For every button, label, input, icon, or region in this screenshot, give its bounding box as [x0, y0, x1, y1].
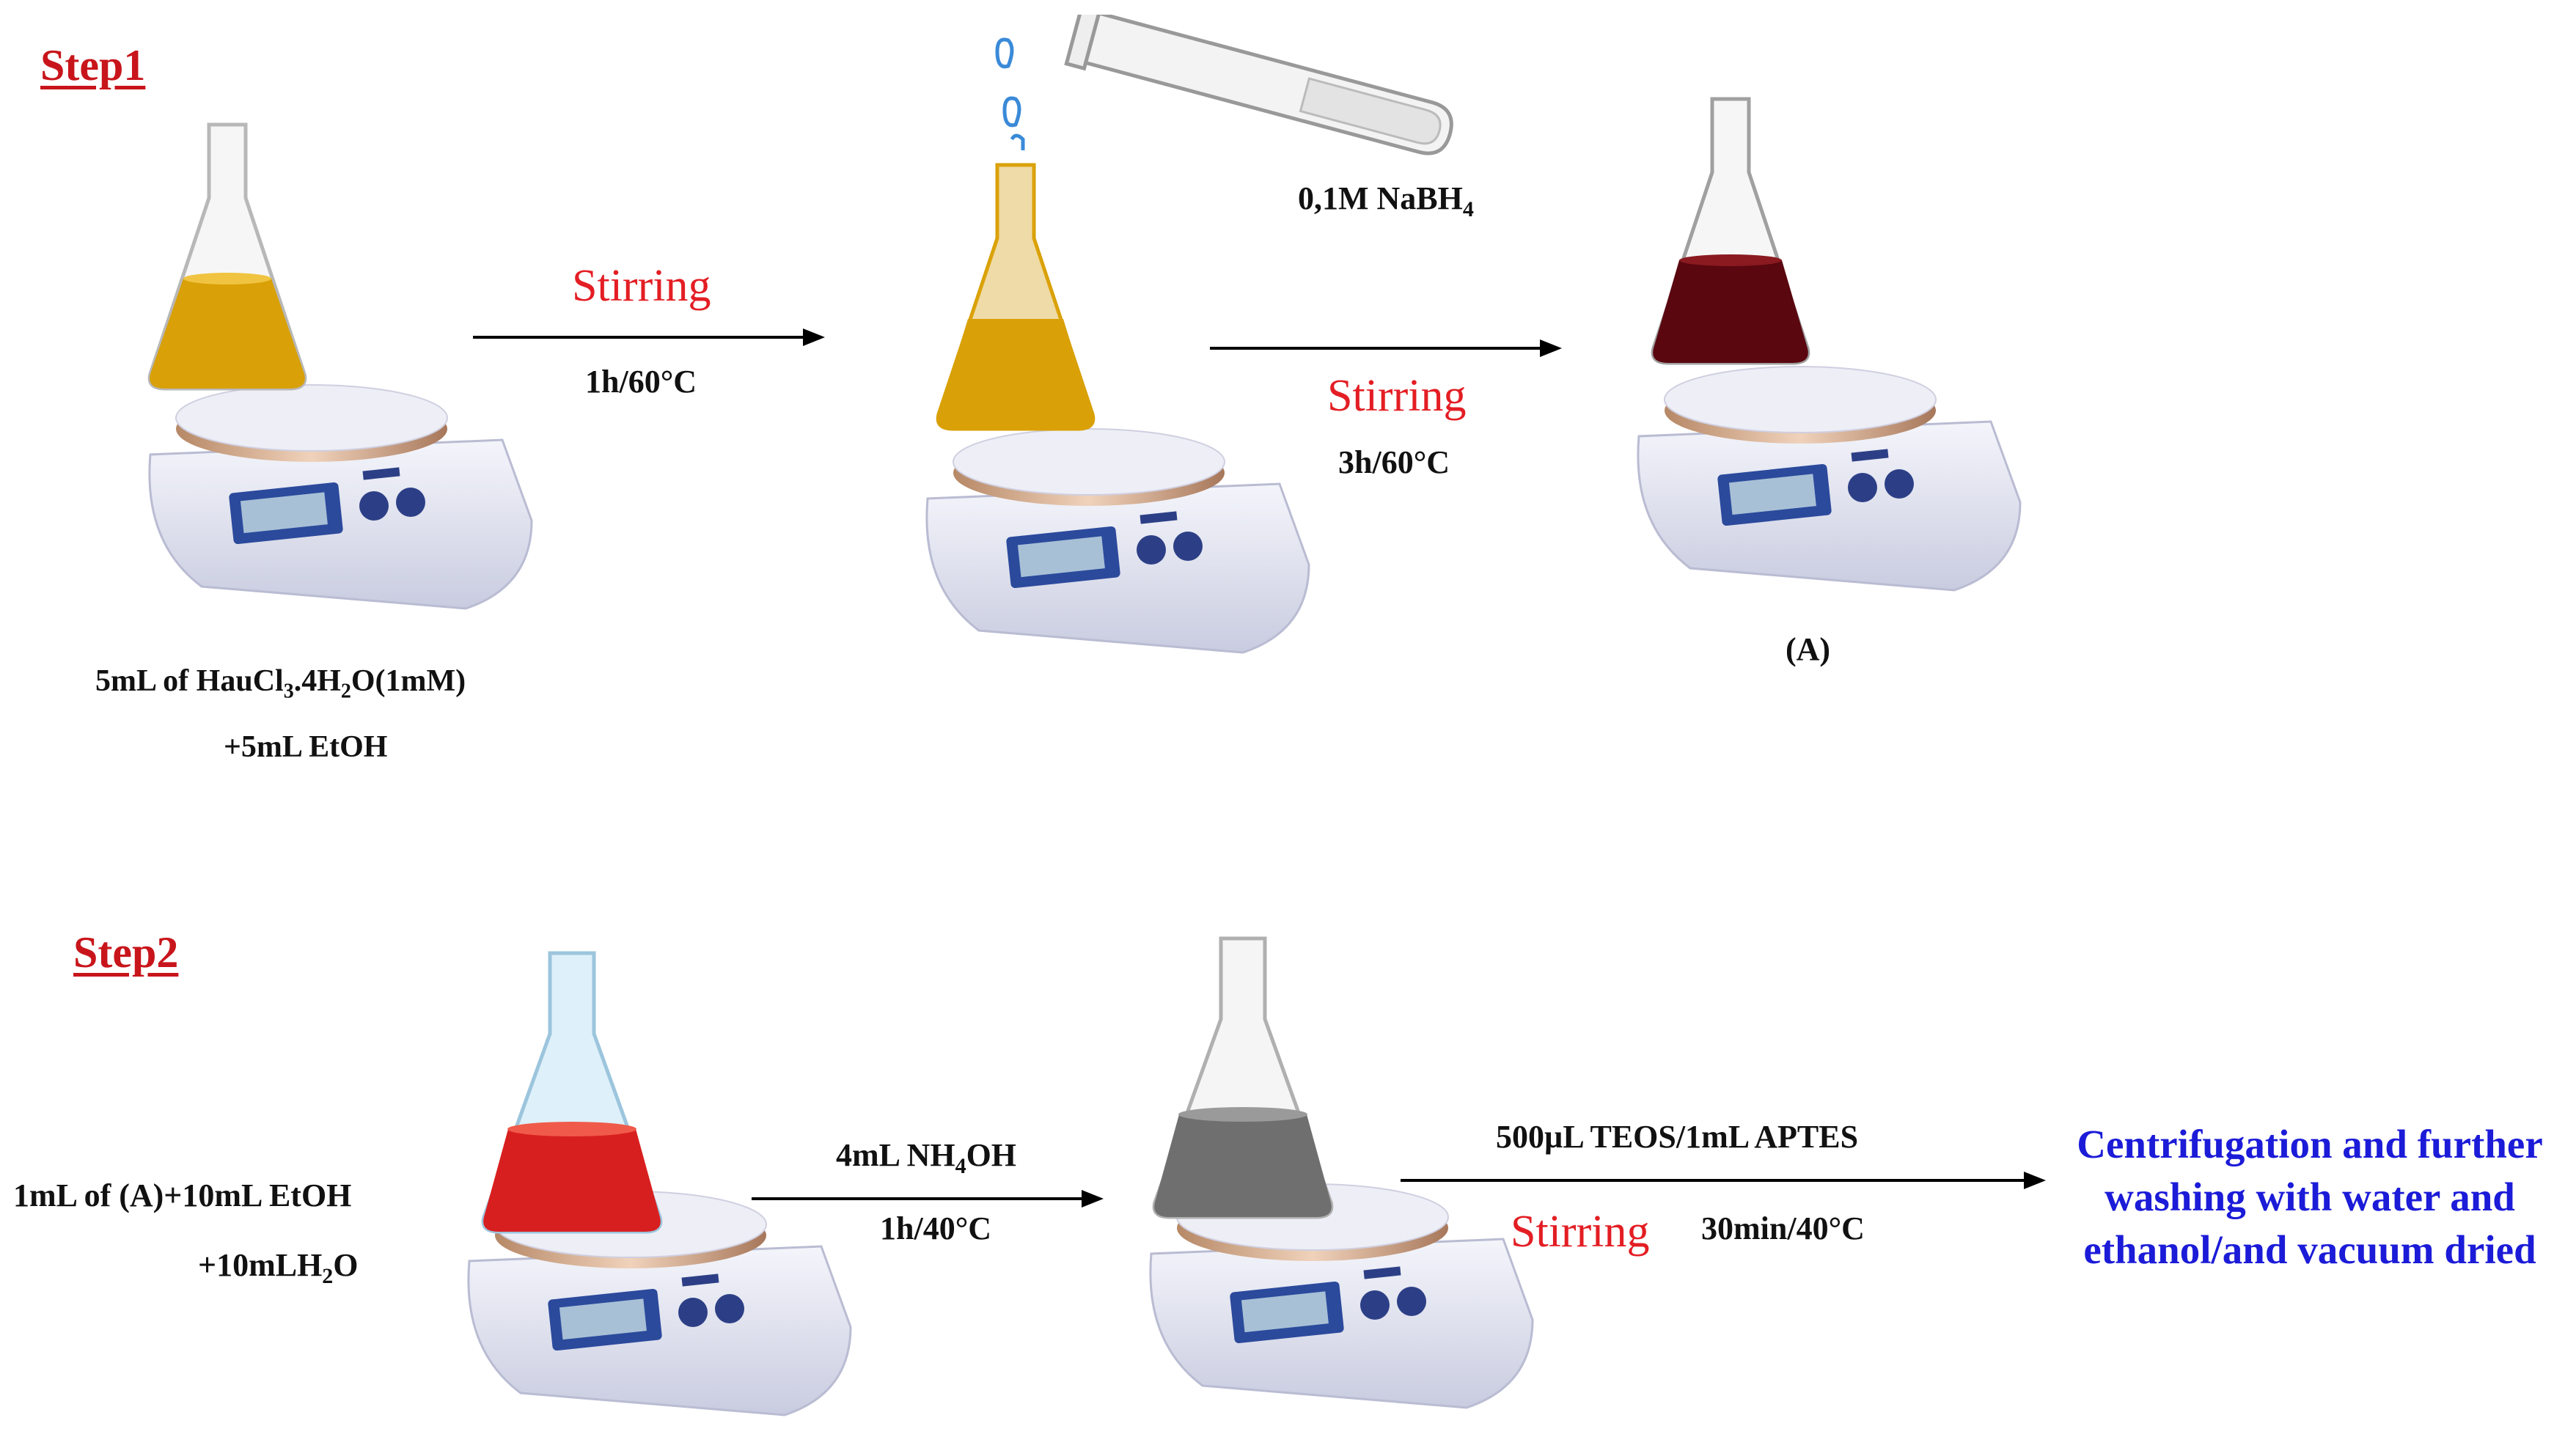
- step1-reagent-line1: 5mL of HauCl3.4H2O(1mM): [95, 664, 466, 703]
- final-line-2: washing with water and: [2105, 1175, 2515, 1219]
- nabh4-label: 0,1M NaBH4: [1298, 180, 1474, 221]
- step1-reagent-line2: +5mL EtOH: [224, 730, 388, 764]
- flask-gold-solution-1: [147, 122, 307, 391]
- step2-heading: Step2: [73, 928, 179, 977]
- final-processing-text: Centrifugation and further washing with …: [2053, 1118, 2566, 1276]
- step1-arrow2: [1210, 339, 1562, 357]
- hot-plate-stirrer-1: [148, 383, 533, 610]
- step1-arrow1-condition-top: Stirring: [572, 261, 711, 311]
- product-a-label: (A): [1786, 631, 1831, 667]
- step2-arrow2-condition-time: 30min/40°C: [1701, 1210, 1865, 1246]
- final-line-3: ethanol/and vacuum dried: [2083, 1227, 2536, 1272]
- final-line-1: Centrifugation and further: [2077, 1122, 2543, 1166]
- step2-reagent-line2: +10mLH2O: [198, 1247, 359, 1288]
- drops-icon: [995, 37, 1025, 150]
- flask-dark-red-solution: [1651, 97, 1810, 365]
- flask-red-solution: [481, 951, 663, 1234]
- step2-arrow1: [752, 1190, 1104, 1208]
- step2-arrow2: [1401, 1172, 2046, 1189]
- hot-plate-stirrer-3: [1637, 365, 2022, 592]
- step1-arrow2-condition-bottom: 3h/60°C: [1338, 444, 1450, 480]
- step2-reagent-line1: 1mL of (A)+10mL EtOH: [13, 1177, 352, 1213]
- flask-grey-solution: [1152, 936, 1334, 1219]
- flask-gold-solution-2: [936, 163, 1096, 431]
- test-tube-nabh4: [1064, 15, 1453, 155]
- step2-arrow1-condition-bottom: 1h/40°C: [880, 1210, 992, 1246]
- hot-plate-stirrer-2: [925, 427, 1310, 654]
- step2-arrow1-condition-top: 4mL NH4OH: [836, 1137, 1017, 1178]
- step1-arrow1: [473, 328, 825, 346]
- step2-arrow2-condition-stirring: Stirring: [1511, 1207, 1650, 1257]
- step1-heading: Step1: [40, 41, 146, 89]
- step1-arrow1-condition-bottom: 1h/60°C: [585, 364, 697, 400]
- step2-arrow2-condition-top: 500µL TEOS/1mL APTES: [1496, 1119, 1859, 1155]
- step1-arrow2-condition-top: Stirring: [1327, 371, 1467, 421]
